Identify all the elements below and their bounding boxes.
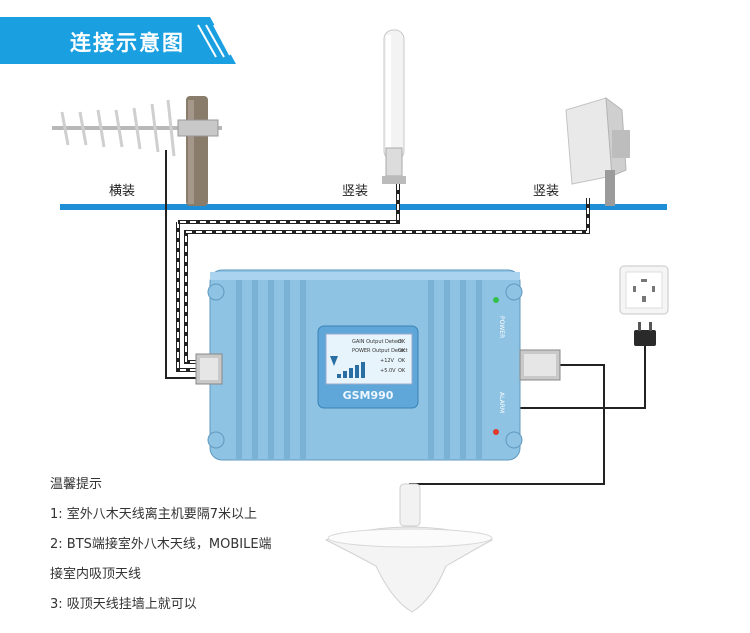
alarm-label: ALARM [498,392,505,413]
wall-socket [619,265,669,315]
tips-section: 温馨提示 1: 室外八木天线离主机要隔7米以上 2: BTS端接室外八木天线，M… [50,470,272,620]
cables [165,150,646,496]
power-label: POWER [498,316,505,338]
power-plug [634,322,656,346]
antenna-icon [330,356,338,366]
lcd-status-2: OK [398,348,406,354]
lcd-status-3: OK [398,358,406,364]
tip-1: 1: 室外八木天线离主机要隔7米以上 [50,507,258,522]
page-title: 连接示意图 [70,31,185,55]
ground-line [60,204,667,210]
lcd-line-2: POWER Output Detect [352,348,408,354]
lcd-line-4: +5.0V [380,368,396,374]
power-led [493,297,499,303]
tip-2: 2: BTS端接室外八木天线，MOBILE端 [50,537,272,552]
tip-3: 3: 吸顶天线挂墙上就可以 [50,597,197,612]
bts-port [195,353,223,385]
mount-label-horizontal: 横装 [109,184,136,199]
title-banner [0,17,236,64]
tips-heading: 温馨提示 [50,477,103,492]
signal-bars-icon [337,362,365,378]
omni-antenna [382,29,406,184]
panel-antenna [565,96,630,206]
lcd-status-1: OK [398,339,406,345]
yagi-antenna [52,96,222,206]
lcd-status-4: OK [398,368,406,374]
device-model: GSM990 [343,389,394,402]
alarm-led [493,429,499,435]
mount-label-vertical-panel: 竖装 [533,184,560,199]
tip-2-continued: 接室内吸顶天线 [50,567,142,582]
ceiling-antenna [324,483,494,613]
lcd-line-1: GAIN Output Detect [352,339,402,345]
mount-label-vertical-omni: 竖装 [342,184,369,199]
lcd-line-3: +12V [380,358,395,364]
repeater-unit [195,269,561,461]
mobile-port [519,349,561,381]
